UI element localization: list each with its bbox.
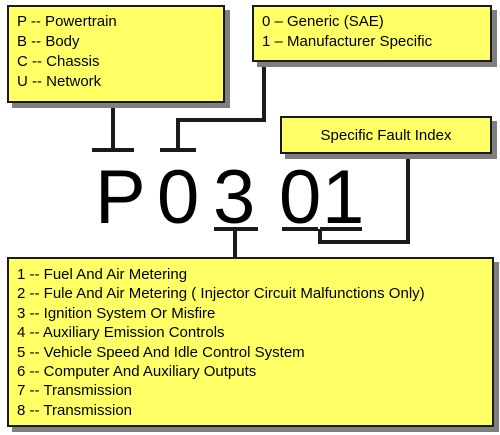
subsystem-line-1: 1 -- Fuel And Air Metering bbox=[17, 266, 188, 283]
subsystem-line-8: 8 -- Transmission bbox=[17, 401, 133, 419]
subsystem-line-4: 4 -- Auxiliary Emission Controls bbox=[17, 324, 225, 342]
subsystem-line-5: 5 -- Vehicle Speed And Idle Control Syst… bbox=[17, 343, 305, 361]
code-char-type: 0 bbox=[157, 155, 200, 240]
subsystem-line-3: 3 -- Ignition System Or Misfire bbox=[17, 304, 216, 322]
code-type-legend-box: 0 – Generic (SAE) 1 – Manufacturer Speci… bbox=[252, 5, 492, 62]
code-type-line-manufacturer: 1 – Manufacturer Specific bbox=[262, 33, 433, 50]
code-char-subsystem: 3 bbox=[213, 155, 256, 240]
code-type-line-generic: 0 – Generic (SAE) bbox=[262, 13, 384, 30]
subsystem-legend-box: 1 -- Fuel And Air Metering 2 -- Fule And… bbox=[7, 257, 494, 427]
system-legend-box: P -- Powertrain B -- Body C -- Chassis U… bbox=[7, 5, 225, 103]
system-line-u: U -- Network bbox=[17, 73, 102, 90]
system-line-b: B -- Body bbox=[17, 33, 80, 50]
code-char-fault-1: 0 bbox=[279, 155, 322, 240]
fault-index-box: Specific Fault Index bbox=[280, 116, 492, 154]
system-line-p: P -- Powertrain bbox=[17, 13, 117, 30]
subsystem-line-2: 2 -- Fule And Air Metering ( Injector Ci… bbox=[17, 285, 425, 303]
subsystem-line-6: 6 -- Computer And Auxiliary Outputs bbox=[17, 363, 257, 381]
subsystem-line-7: 7 -- Transmission bbox=[17, 382, 133, 400]
connector-fault-index bbox=[318, 154, 410, 244]
system-line-c: C -- Chassis bbox=[17, 53, 100, 70]
code-char-fault-2: 1 bbox=[322, 155, 365, 240]
connector-code-type bbox=[176, 62, 266, 150]
code-char-system: P bbox=[95, 155, 146, 240]
fault-index-label: Specific Fault Index bbox=[320, 127, 452, 144]
